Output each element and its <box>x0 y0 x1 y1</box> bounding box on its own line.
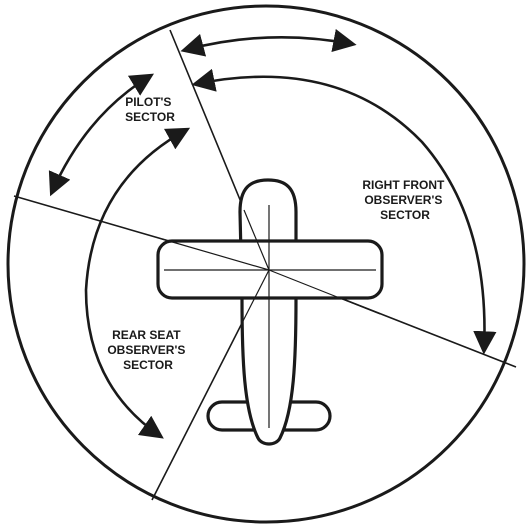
label-right-front-line-1: RIGHT FRONT <box>362 178 445 192</box>
label-right-front-line-2: OBSERVER'S <box>364 193 442 207</box>
label-right-front-sector: RIGHT FRONT OBSERVER'S SECTOR <box>362 178 447 222</box>
label-rear-seat-sector: REAR SEAT OBSERVER'S SECTOR <box>107 328 188 372</box>
label-rear-seat-line-1: REAR SEAT <box>112 328 181 342</box>
label-pilot-sector: PILOT'S SECTOR <box>125 95 175 124</box>
arrow-pilot-sector <box>52 76 150 192</box>
label-pilot-line-2: SECTOR <box>125 110 175 124</box>
arrow-top-outer <box>185 37 352 50</box>
label-rear-seat-line-2: OBSERVER'S <box>107 343 185 357</box>
label-rear-seat-line-3: SECTOR <box>123 358 173 372</box>
label-right-front-line-3: SECTOR <box>380 208 430 222</box>
label-pilot-line-1: PILOT'S <box>125 95 171 109</box>
airplane <box>158 180 382 444</box>
